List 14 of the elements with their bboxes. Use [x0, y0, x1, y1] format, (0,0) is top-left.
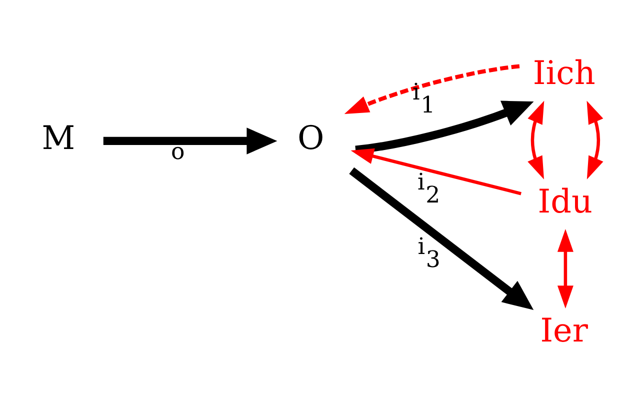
arrow	[557, 228, 574, 308]
node-text: M	[42, 118, 76, 157]
arrow	[586, 100, 604, 179]
node-text: O	[298, 118, 324, 157]
arrow	[528, 100, 544, 179]
arrow	[349, 166, 534, 310]
arrow	[344, 64, 520, 114]
arrow	[103, 127, 278, 154]
arrow	[350, 148, 522, 195]
node-text: Idu	[538, 182, 592, 220]
edge-label: o	[170, 138, 185, 165]
node-text: Iich	[532, 53, 596, 92]
node-text: Ier	[540, 310, 588, 349]
arrow	[355, 100, 534, 154]
